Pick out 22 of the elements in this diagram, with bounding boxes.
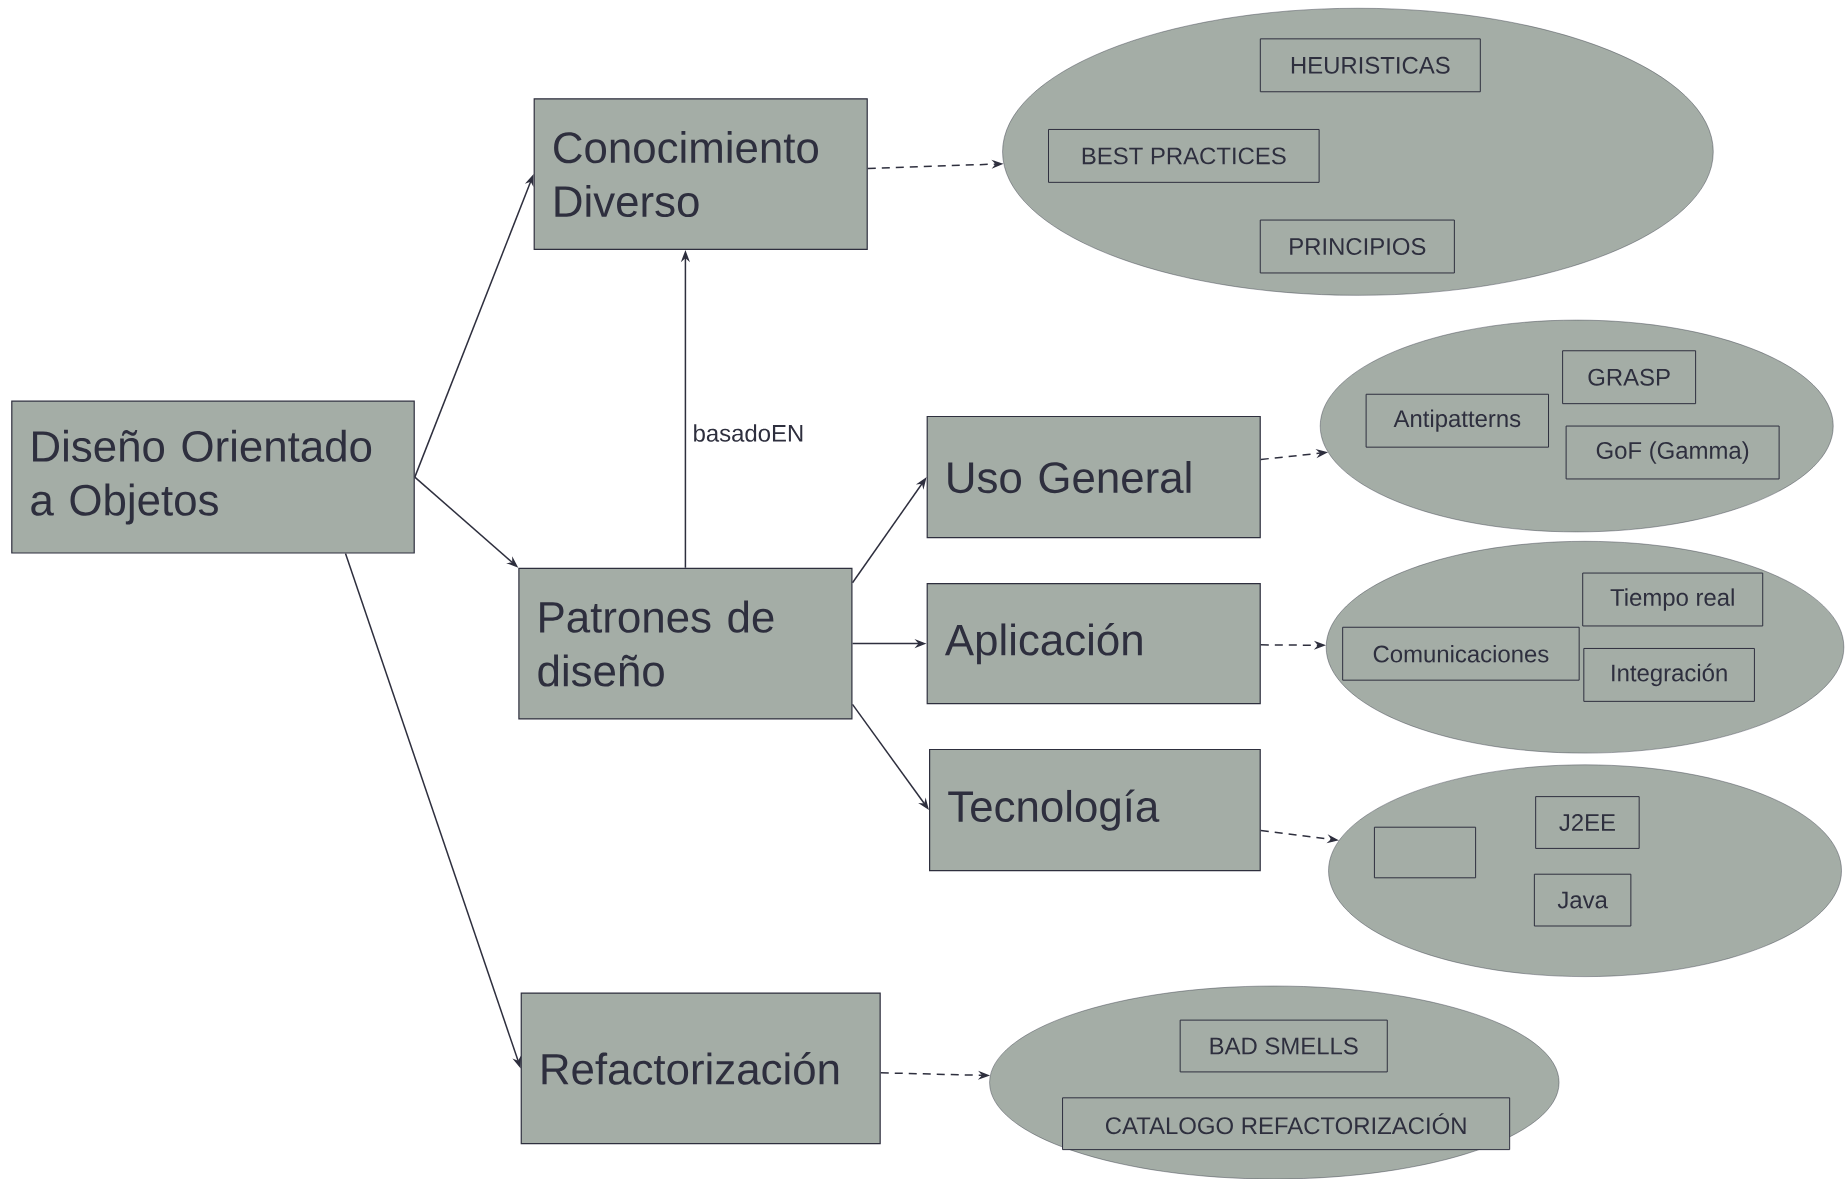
concept-box: Patrones de diseño: [518, 567, 853, 720]
topic-box: BEST PRACTICES: [1048, 128, 1320, 183]
topic-box: BAD SMELLS: [1179, 1019, 1388, 1073]
topic-box: PRINCIPIOS: [1259, 219, 1455, 274]
concept-box: Aplicación: [926, 583, 1261, 705]
concept-box: Uso General: [926, 415, 1261, 539]
topic-box: Tiempo real: [1582, 572, 1764, 627]
topic-box: HEURISTICAS: [1259, 38, 1481, 93]
edge-label: basadoEN: [690, 422, 807, 444]
topic-box: CATALOGO REFACTORIZACIÓN: [1062, 1097, 1511, 1151]
topic-box: Integración: [1583, 647, 1755, 702]
concept-box: Diseño Orientado a Objetos: [11, 400, 415, 554]
topic-box: J2EE: [1535, 796, 1640, 849]
concept-box: Refactorización: [520, 992, 881, 1145]
topic-box: [1373, 826, 1477, 879]
concept-box: Tecnología: [929, 748, 1261, 872]
topic-box: Comunicaciones: [1342, 626, 1580, 681]
topic-box: Java: [1533, 873, 1632, 927]
topic-box: GRASP: [1562, 350, 1697, 405]
topic-box: Antipatterns: [1365, 393, 1549, 448]
topic-box: GoF (Gamma): [1565, 425, 1780, 480]
concept-box: Conocimiento Diverso: [533, 98, 868, 250]
